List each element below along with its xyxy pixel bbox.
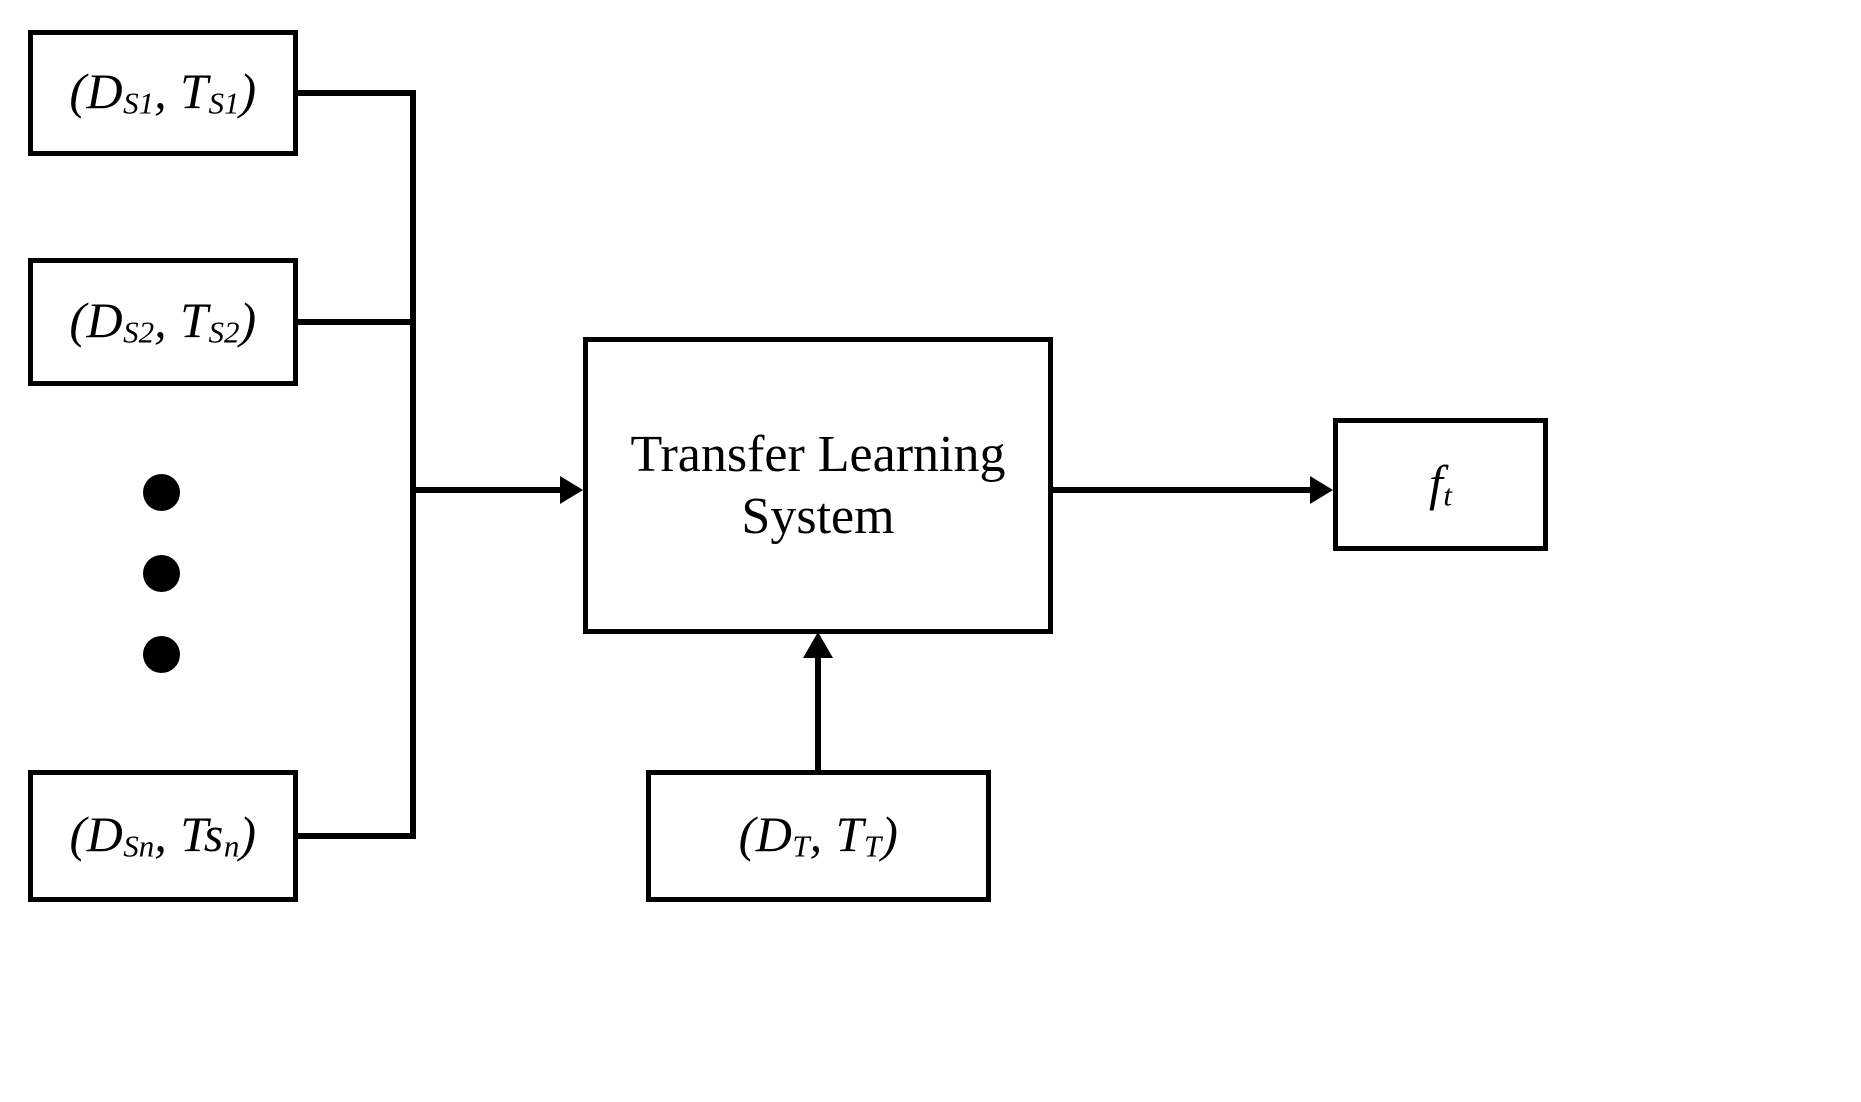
source-domain-task-1-box[interactable]: (DS1, TS1) (28, 30, 298, 156)
ellipsis-dot-icon (143, 555, 180, 592)
transfer-learning-system-box[interactable]: Transfer Learning System (583, 337, 1053, 634)
target-domain-task-label: (DT, TT) (738, 806, 899, 865)
source-domain-task-2-label: (DS2, TS2) (69, 292, 257, 351)
output-function-label: ft (1428, 454, 1453, 513)
arrowhead-target-to-system (803, 632, 833, 658)
transfer-learning-system-label: Transfer Learning System (630, 426, 1006, 545)
arrowhead-system-to-output (1310, 476, 1333, 504)
source-domain-task-2-box[interactable]: (DS2, TS2) (28, 258, 298, 386)
target-domain-task-box[interactable]: (DT, TT) (646, 770, 991, 902)
source-domain-task-n-label: (DSn, Tsn) (69, 806, 257, 865)
arrowhead-bus-to-system (560, 476, 583, 504)
ellipsis-dot-icon (143, 636, 180, 673)
source-domain-task-n-box[interactable]: (DSn, Tsn) (28, 770, 298, 902)
source-domain-task-1-label: (DS1, TS1) (69, 63, 257, 122)
ellipsis-dot-icon (143, 474, 180, 511)
vertical-ellipsis (143, 474, 197, 674)
output-function-box[interactable]: ft (1333, 418, 1548, 551)
edge-sourcen-to-bus (298, 490, 416, 839)
edge-source1-to-bus (298, 90, 416, 490)
